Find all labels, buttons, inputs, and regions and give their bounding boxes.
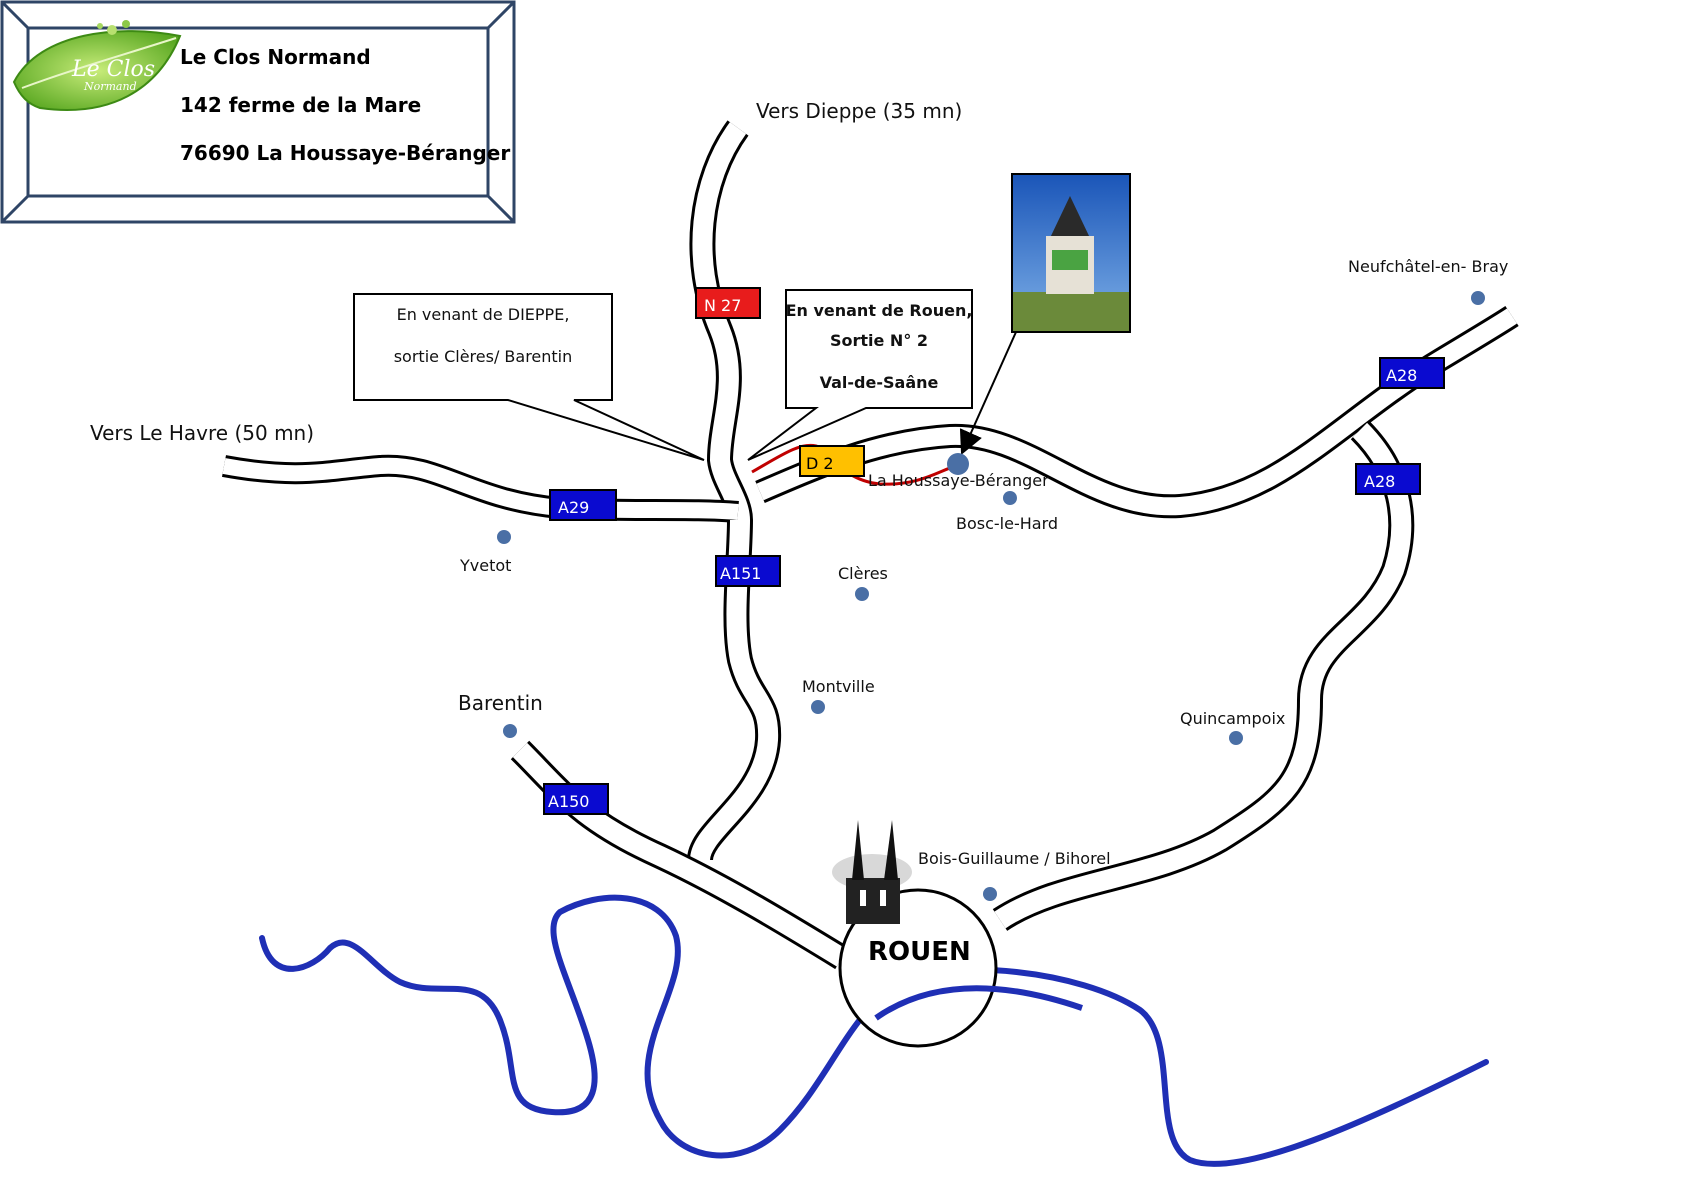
town-rouen: ROUEN [868,937,971,967]
address-city: 76690 La Houssaye-Béranger [180,141,510,165]
svg-text:A151: A151 [720,564,761,583]
direction-le-havre: Vers Le Havre (50 mn) [90,421,314,445]
address-street: 142 ferme de la Mare [180,93,421,117]
callout-dieppe-line2: sortie Clères/ Barentin [394,347,573,366]
callout-dieppe-line1: En venant de DIEPPE, [397,305,570,324]
callout-rouen-line3: Val-de-Saâne [820,373,939,392]
callout-rouen-line2: Sortie N° 2 [830,331,928,350]
badge-a151: A151 [715,555,781,587]
badge-n27: N 27 [695,287,761,319]
town-barentin: Barentin [458,691,543,715]
town-montville: Montville [802,677,875,696]
badge-a28-top: A28 [1379,357,1445,389]
address-name: Le Clos Normand [180,45,371,69]
badge-a28-bottom: A28 [1355,463,1421,495]
svg-text:N 27: N 27 [704,296,741,315]
cathedral-icon [832,820,912,924]
badge-a29: A29 [549,489,617,521]
callout-from-rouen: En venant de Rouen, Sortie N° 2 Val-de-S… [747,289,973,461]
town-bosc-le-hard: Bosc-le-Hard [956,514,1058,533]
svg-text:A28: A28 [1386,366,1417,385]
roads [222,120,1519,970]
leaf-logo: Le Clos Normand [12,20,182,111]
town-bois-guillaume: Bois-Guillaume / Bihorel [918,849,1111,868]
town-dots [497,291,1485,901]
town-cleres: Clères [838,564,888,583]
svg-text:A29: A29 [558,498,589,517]
town-yvetot: Yvetot [459,556,511,575]
town-quincampoix: Quincampoix [1180,709,1285,728]
badge-a150: A150 [543,783,609,815]
svg-text:A28: A28 [1364,472,1395,491]
direction-dieppe: Vers Dieppe (35 mn) [756,99,962,123]
callout-rouen-line1: En venant de Rouen, [786,301,973,320]
logo-text-line2: Normand [83,80,137,93]
svg-text:D 2: D 2 [806,454,834,473]
river-seine [259,894,1489,1167]
rouen-circle [838,888,998,1048]
svg-text:A150: A150 [548,792,589,811]
logo-text-line1: Le Clos [71,57,155,82]
callout-from-dieppe: En venant de DIEPPE, sortie Clères/ Bare… [353,293,705,461]
badge-d2: D 2 [799,445,865,477]
town-la-houssaye: La Houssaye-Béranger [868,471,1049,490]
building-photo [1011,173,1131,333]
town-neufchatel: Neufchâtel-en- Bray [1348,257,1508,276]
